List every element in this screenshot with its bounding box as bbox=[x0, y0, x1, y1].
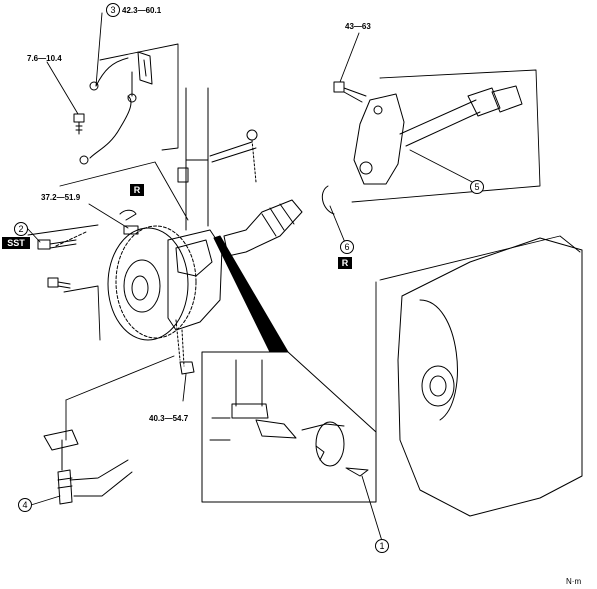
lower-bracket bbox=[43, 429, 79, 471]
torque-tierod-nut: 37.2—51.9 bbox=[41, 193, 81, 202]
split-pin bbox=[119, 209, 137, 221]
torque-bearing-bolt: 43—63 bbox=[345, 22, 371, 31]
leader-lines bbox=[26, 12, 477, 542]
callout-3: 3 bbox=[106, 3, 120, 17]
abs-sensor-harness bbox=[79, 51, 153, 165]
drive-shaft-boot bbox=[223, 199, 303, 257]
detail-inset bbox=[201, 235, 377, 503]
brake-disc bbox=[107, 225, 197, 341]
torque-sensor-bolt: 7.6—10.4 bbox=[27, 54, 62, 63]
callout-5: 5 bbox=[470, 180, 484, 194]
transmission-housing bbox=[397, 237, 583, 517]
lower-nut bbox=[179, 361, 195, 375]
knuckle-bolt bbox=[47, 277, 71, 289]
knuckle-caliper bbox=[167, 229, 223, 367]
replace-tag-clip: R bbox=[338, 257, 352, 269]
callout-4: 4 bbox=[18, 498, 32, 512]
callout-2: 2 bbox=[14, 222, 28, 236]
torque-lower-nut: 40.3—54.7 bbox=[149, 414, 189, 423]
torque-sensor-bracket: 42.3—60.1 bbox=[122, 6, 162, 15]
castle-nut bbox=[123, 225, 139, 235]
lower-mount-sensor bbox=[57, 459, 133, 505]
sst-tag: SST bbox=[2, 237, 30, 249]
sensor-bolt bbox=[73, 113, 85, 135]
replace-tag-split-pin: R bbox=[130, 184, 144, 196]
bearing-bolt bbox=[333, 81, 367, 103]
callout-1: 1 bbox=[375, 539, 389, 553]
unit-label: N·m bbox=[566, 577, 582, 586]
sst-bolt bbox=[37, 231, 87, 250]
tie-rod-end bbox=[209, 129, 258, 183]
strut-column bbox=[177, 87, 209, 231]
guide-panels bbox=[27, 43, 581, 501]
clip-ring bbox=[321, 185, 335, 215]
callout-6: 6 bbox=[340, 240, 354, 254]
joint-shaft bbox=[353, 85, 523, 185]
